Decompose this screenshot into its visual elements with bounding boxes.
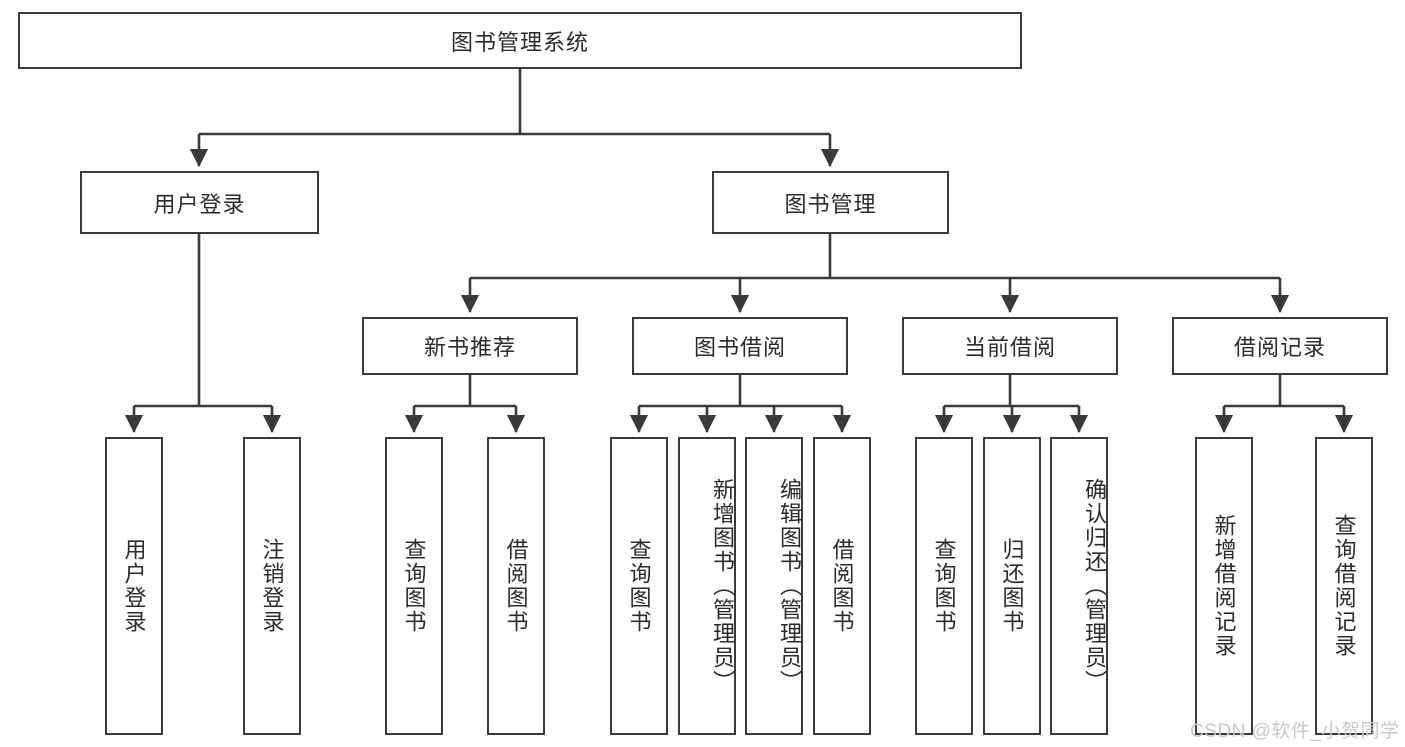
node-leaf-user-login-label: 用户登录 xyxy=(121,538,147,634)
node-leaf-query-borrow-record-label: 查询借阅记录 xyxy=(1331,514,1357,658)
node-leaf-query-book-current[interactable]: 查询图书 xyxy=(915,437,973,735)
node-book-borrow[interactable]: 图书借阅 xyxy=(632,317,848,375)
node-leaf-logout-login[interactable]: 注销登录 xyxy=(243,437,301,735)
node-leaf-borrow-book-label: 借阅图书 xyxy=(829,538,855,634)
node-leaf-query-book-current-label: 查询图书 xyxy=(931,538,957,634)
node-borrow-record[interactable]: 借阅记录 xyxy=(1172,317,1388,375)
node-borrow-record-label: 借阅记录 xyxy=(1233,335,1326,360)
node-leaf-query-book-borrow-label: 查询图书 xyxy=(626,538,652,634)
node-user-login-label: 用户登录 xyxy=(153,191,246,217)
node-leaf-user-login[interactable]: 用户登录 xyxy=(105,437,163,735)
node-leaf-add-book[interactable]: 新增图书（管理员） xyxy=(678,437,736,735)
node-leaf-query-book-recommend[interactable]: 查询图书 xyxy=(385,437,443,735)
node-leaf-query-book-borrow[interactable]: 查询图书 xyxy=(610,437,668,735)
node-leaf-confirm-return[interactable]: 确认归还（管理员） xyxy=(1050,437,1108,735)
node-leaf-edit-book-label: 编辑图书（管理员） xyxy=(777,478,802,694)
node-leaf-add-borrow-record[interactable]: 新增借阅记录 xyxy=(1195,437,1253,735)
node-leaf-add-book-label: 新增图书（管理员） xyxy=(710,478,735,694)
node-leaf-confirm-return-label: 确认归还（管理员） xyxy=(1082,478,1107,694)
node-leaf-add-borrow-record-label: 新增借阅记录 xyxy=(1211,514,1237,658)
node-leaf-return-book[interactable]: 归还图书 xyxy=(983,437,1041,735)
node-leaf-borrow-book-recommend[interactable]: 借阅图书 xyxy=(487,437,545,735)
node-book-borrow-label: 图书借阅 xyxy=(693,335,786,360)
node-current-borrow-label: 当前借阅 xyxy=(963,335,1056,360)
node-leaf-return-book-label: 归还图书 xyxy=(999,538,1025,634)
node-leaf-edit-book[interactable]: 编辑图书（管理员） xyxy=(745,437,803,735)
node-new-book-recommend-label: 新书推荐 xyxy=(423,335,516,360)
node-leaf-borrow-book[interactable]: 借阅图书 xyxy=(813,437,871,735)
node-leaf-borrow-book-recommend-label: 借阅图书 xyxy=(503,538,529,634)
node-root-label: 图书管理系统 xyxy=(450,29,589,55)
node-book-manage[interactable]: 图书管理 xyxy=(712,171,949,234)
node-new-book-recommend[interactable]: 新书推荐 xyxy=(362,317,578,375)
watermark-text: CSDN @软件_小贺同学 xyxy=(1190,721,1400,742)
node-book-manage-label: 图书管理 xyxy=(784,191,877,217)
node-user-login[interactable]: 用户登录 xyxy=(80,171,319,234)
node-leaf-query-book-recommend-label: 查询图书 xyxy=(401,538,427,634)
node-root[interactable]: 图书管理系统 xyxy=(18,12,1022,69)
node-leaf-logout-login-label: 注销登录 xyxy=(259,538,285,634)
node-leaf-query-borrow-record[interactable]: 查询借阅记录 xyxy=(1315,437,1373,735)
node-current-borrow[interactable]: 当前借阅 xyxy=(902,317,1118,375)
